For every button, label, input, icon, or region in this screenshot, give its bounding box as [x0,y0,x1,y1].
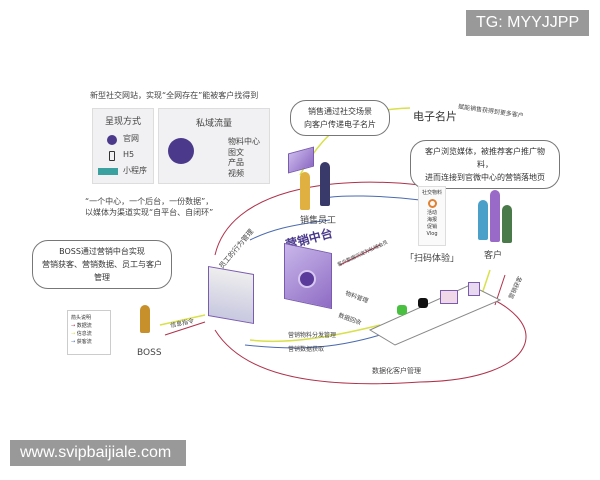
flow-data-fetch: 营销数据获取 [288,346,325,353]
legend-item: → 获客流 [71,339,92,345]
watermark-top: TG: MYYJJPP [466,10,590,36]
bubble-line: 客户浏览媒体，被推荐客户推广物料， [425,147,545,169]
legend-item: → 数据流 [71,323,92,329]
sales-person-icon [300,172,310,210]
traffic-item: 视频 [228,168,244,178]
bubble-line: 向客户传递电子名片 [304,120,376,129]
material-item: 促销 [426,224,437,230]
presentation-item: 小程序 [123,166,147,175]
scan-label: 「扫码体验」 [405,254,460,264]
boss-bubble: BOSS通过营销中台实现 营销获客、营销数据、员工与客户管理 [32,240,172,289]
website-icon [107,135,117,145]
top-caption: 新型社交网站，实现“全网存在”能被客户找得到 [90,91,259,100]
caption-line: “一个中心，一个后台，一份数据”， [85,197,214,206]
material-item: 活动 [426,210,437,216]
customer-person-icon [478,200,488,240]
social-material-card: 社交物料 活动 海报 促销 Vlog [418,186,446,246]
bubble-line: 进而连接到官微中心的营销落地页 [425,173,545,182]
flow-crm: 数据化客户管理 [372,367,421,375]
presentation-item: 官网 [123,134,139,143]
legend-item: → 信息流 [71,331,92,337]
bubble-line: 销售通过社交场景 [308,107,372,116]
customer-person-icon [502,205,512,243]
material-item: 海报 [426,217,437,223]
private-traffic-list: 物料中心 图文 产品 视频 [228,137,260,179]
boss-label: BOSS [137,348,162,358]
caption-line: 以媒体为渠道实现“自平台、自闭环” [85,208,214,217]
bubble-line: 营销获客、营销数据、员工与客户管理 [42,260,162,282]
boss-dashboard-icon [208,265,254,325]
mini-program-icon [98,168,118,175]
traffic-item: 物料中心 [228,137,260,146]
customer-bubble: 客户浏览媒体，被推荐客户推广物料， 进而连接到官微中心的营销落地页 [410,140,560,189]
customer-person-icon [490,190,500,242]
boss-person-icon [140,305,150,333]
ad-screen-icon [440,290,458,304]
bubble-line: BOSS通过营销中台实现 [59,247,145,256]
private-traffic-icon [168,138,194,164]
sales-person-icon [320,162,330,206]
presentation-title: 呈现方式 [104,117,141,127]
traffic-item: 图文 [228,147,244,157]
presentation-item: H5 [123,150,135,159]
private-traffic-title: 私域流量 [195,119,232,129]
flow-distribution: 营销物料分发管理 [288,332,337,339]
ecard-label: 电子名片 [413,110,457,123]
phone-icon [109,151,115,161]
legend: 箭头说明 → 数据流 → 信息流 → 获客流 [67,310,111,355]
center-caption: “一个中心，一个后台，一份数据”， 以媒体为渠道实现“自平台、自闭环” [85,196,213,218]
platform-logo-icon [298,270,316,288]
wechat-icon [397,305,407,315]
material-item: Vlog [426,231,438,237]
traffic-item: 产品 [228,158,244,167]
sales-staff-label: 销售员工 [300,216,337,226]
watermark-bottom: www.svipbaijiale.com [10,440,186,466]
legend-title: 箭头说明 [71,315,92,321]
ad-board-icon [468,282,480,296]
customer-label: 客户 [484,251,503,261]
color-wheel-icon [427,199,437,208]
material-title: 社交物料 [421,190,442,196]
sales-bubble: 销售通过社交场景 向客户传递电子名片 [290,100,390,136]
tiktok-icon [418,298,428,308]
